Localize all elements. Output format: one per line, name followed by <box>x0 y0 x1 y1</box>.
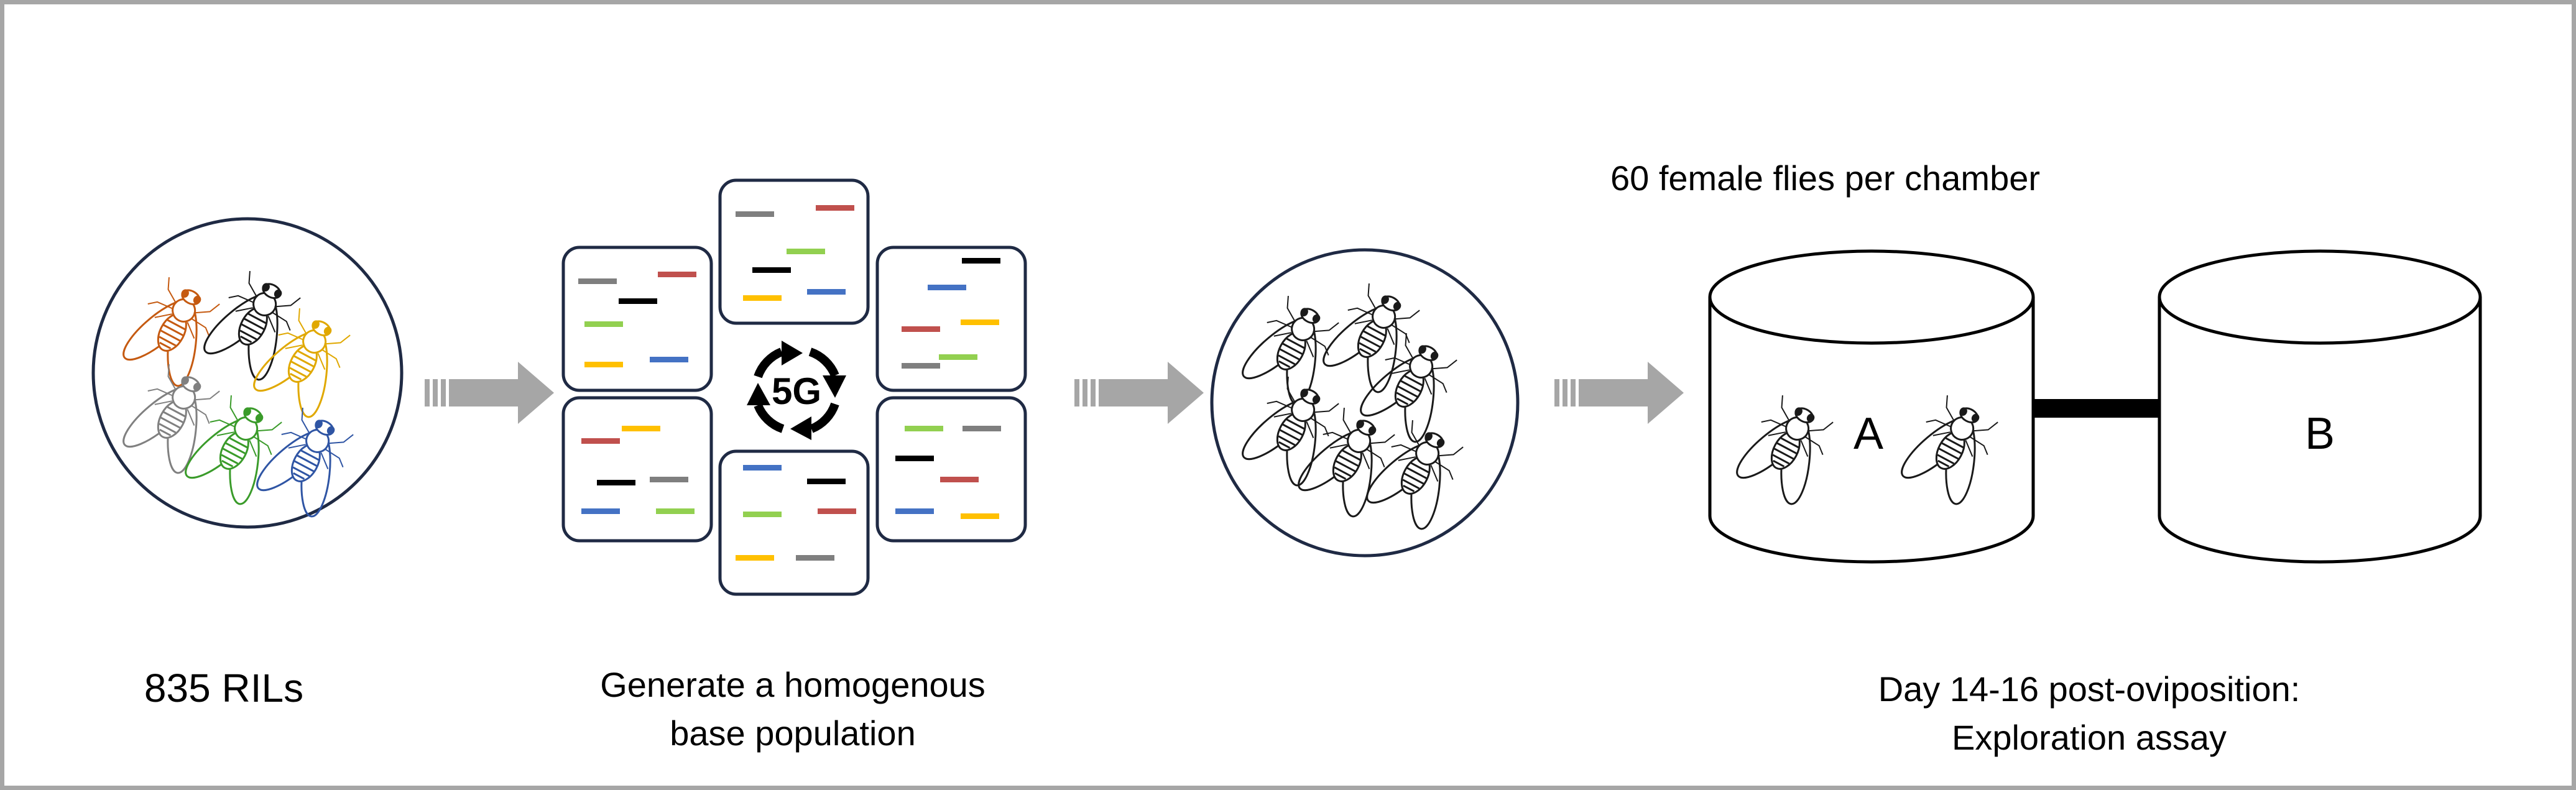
block-arrow-icon <box>1074 362 1204 424</box>
assay-line-1: Day 14-16 post-oviposition: <box>1878 669 2301 709</box>
ril-population-circle <box>91 217 404 529</box>
base-population-line-2: base population <box>670 714 916 753</box>
base-population-label: Generate a homogenous base population <box>535 661 1051 758</box>
assay-label: Day 14-16 post-oviposition: Exploration … <box>1778 665 2400 762</box>
connecting-tube <box>2030 399 2164 418</box>
cycle-arrows-icon: 5G <box>747 341 846 440</box>
block-arrow-icon <box>1554 362 1684 424</box>
chamber-b-label: B <box>2305 409 2335 459</box>
genotype-box <box>875 246 1027 392</box>
genotype-box <box>561 396 713 543</box>
base-population-line-1: Generate a homogenous <box>600 665 986 704</box>
genotype-box <box>718 449 870 596</box>
genotype-box <box>875 396 1027 543</box>
block-arrow-icon <box>425 362 554 424</box>
sampled-flies-circle <box>1210 248 1520 558</box>
chamber-a: A <box>1708 249 2035 564</box>
assay-line-2: Exploration assay <box>1951 718 2227 757</box>
genotype-box <box>718 178 870 325</box>
exploration-apparatus: A B <box>1708 249 2482 564</box>
ril-count-label: 835 RILs <box>144 666 304 710</box>
base-population-mixing: 5G <box>561 178 1027 596</box>
flies-per-chamber-label: 60 female flies per chamber <box>1610 158 2041 198</box>
chamber-b: B <box>2158 249 2482 564</box>
chamber-a-label: A <box>1854 409 1883 459</box>
genotype-box <box>561 246 713 392</box>
generations-label: 5G <box>772 370 821 412</box>
